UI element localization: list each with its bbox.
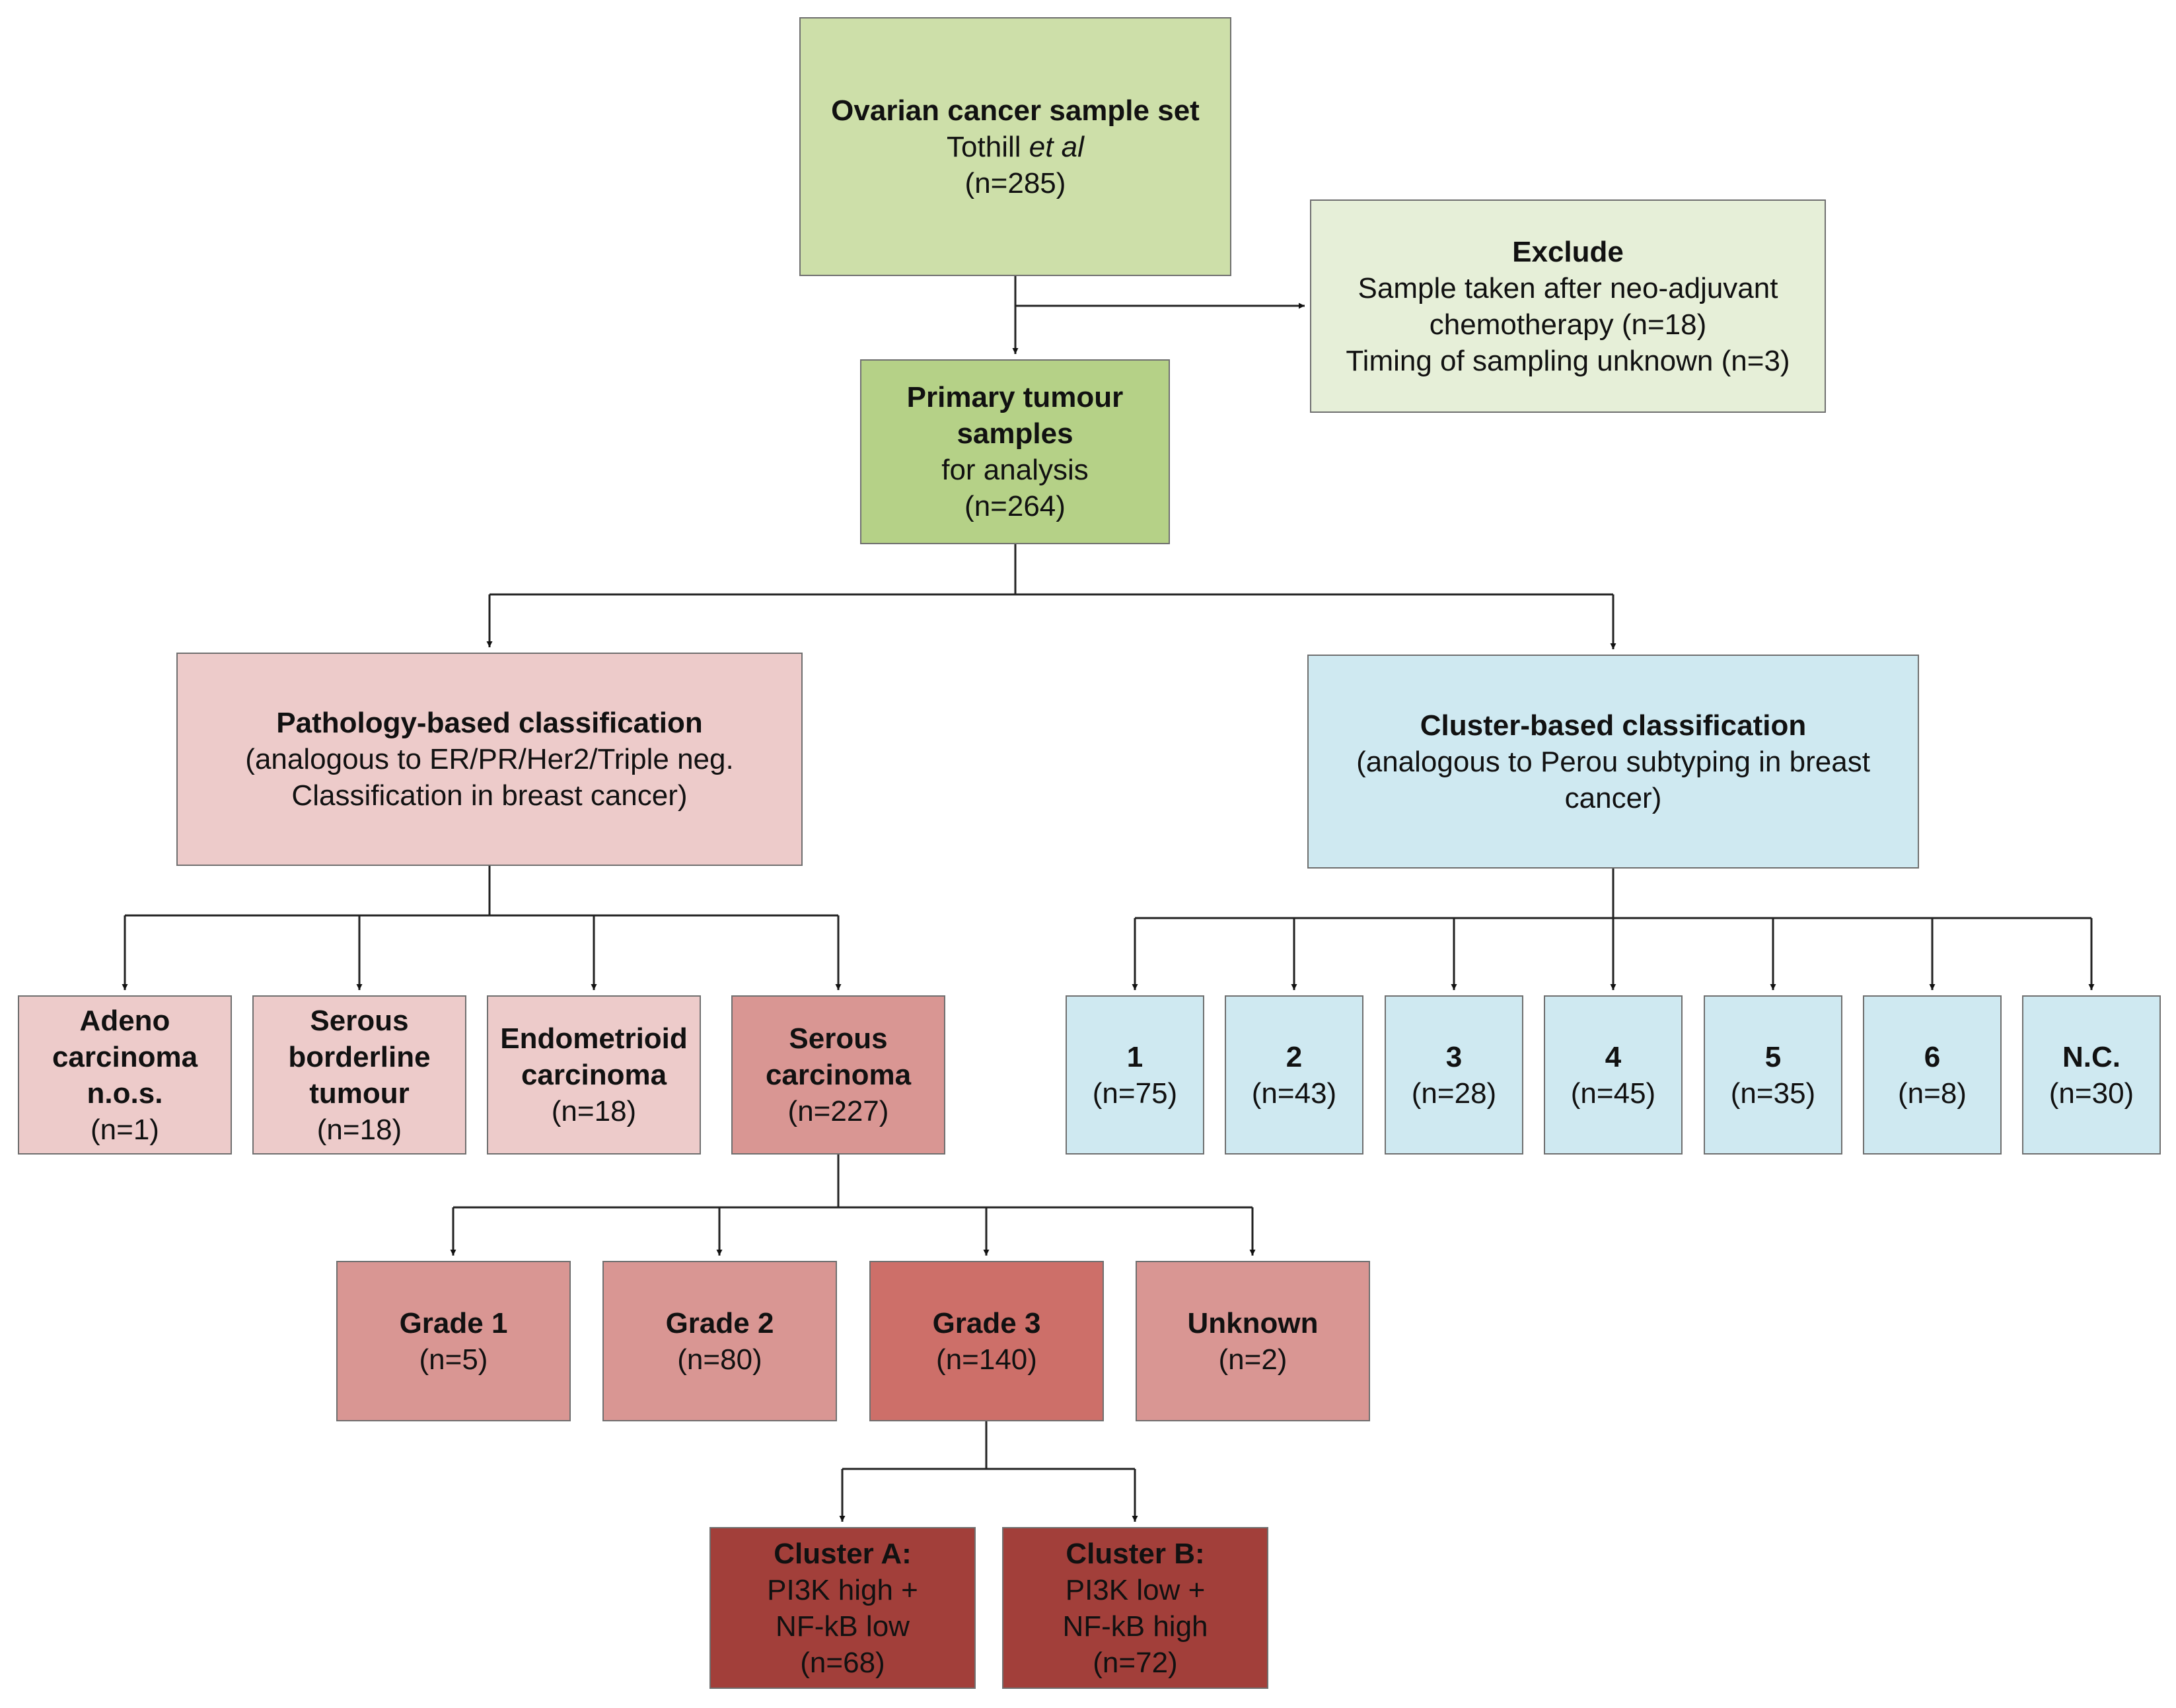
cluster-6-count: (n=8) <box>1898 1077 1967 1110</box>
node-exclude: Exclude Sample taken after neo-adjuvant … <box>1310 199 1826 413</box>
node-ovarian-sample-set: Ovarian cancer sample set Tothill et al … <box>799 17 1231 276</box>
cluster-2-label: 2 <box>1286 1040 1303 1073</box>
node-pathology-classification: Pathology-based classification (analogou… <box>176 653 803 866</box>
grade-unknown-count: (n=2) <box>1218 1343 1287 1376</box>
cluster-b-count: (n=72) <box>1093 1646 1178 1679</box>
cluster-nc-label: N.C. <box>2062 1040 2121 1073</box>
root-source-etal: et al <box>1029 130 1084 163</box>
cluster-4-label: 4 <box>1605 1040 1622 1073</box>
root-source-author: Tothill <box>947 130 1029 163</box>
grade-3-label: Grade 3 <box>932 1306 1041 1339</box>
root-count: (n=285) <box>964 166 1066 199</box>
cluster-a-title: Cluster A: <box>774 1537 912 1570</box>
cluster-b-line-2: NF-kB high <box>1062 1610 1208 1643</box>
serous-title-1: Serous <box>789 1022 888 1055</box>
sbt-title-3: tumour <box>309 1077 410 1110</box>
adeno-title-2: carcinoma <box>52 1040 198 1073</box>
node-serous-carcinoma: Serous carcinoma (n=227) <box>731 995 945 1155</box>
pathology-line-2: Classification in breast cancer) <box>291 779 688 812</box>
cluster-5-label: 5 <box>1764 1040 1782 1073</box>
cluster-a-line-1: PI3K high + <box>767 1573 918 1606</box>
pathology-line-1: (analogous to ER/PR/Her2/Triple neg. <box>245 743 734 775</box>
endo-title-1: Endometrioid <box>500 1022 688 1055</box>
exclude-line-3: Timing of sampling unknown (n=3) <box>1346 344 1790 377</box>
serous-count: (n=227) <box>787 1095 889 1127</box>
cluster-3-count: (n=28) <box>1411 1077 1497 1110</box>
node-endometrioid-carcinoma: Endometrioid carcinoma (n=18) <box>487 995 701 1155</box>
exclude-line-1: Sample taken after neo-adjuvant <box>1358 271 1778 304</box>
node-cluster-5: 5 (n=35) <box>1704 995 1842 1155</box>
primary-title-1: Primary tumour <box>906 381 1124 413</box>
cluster-a-count: (n=68) <box>800 1646 885 1679</box>
node-cluster-a: Cluster A: PI3K high + NF-kB low (n=68) <box>709 1527 976 1689</box>
node-serous-borderline-tumour: Serous borderline tumour (n=18) <box>252 995 466 1155</box>
adeno-count: (n=1) <box>91 1113 159 1146</box>
node-adenocarcinoma-nos: Adeno carcinoma n.o.s. (n=1) <box>18 995 232 1155</box>
cluster-2-count: (n=43) <box>1251 1077 1337 1110</box>
node-cluster-classification: Cluster-based classification (analogous … <box>1307 655 1919 869</box>
cluster-b-title: Cluster B: <box>1066 1537 1205 1570</box>
cluster-title: Cluster-based classification <box>1420 709 1807 742</box>
sbt-count: (n=18) <box>316 1113 402 1146</box>
node-cluster-b: Cluster B: PI3K low + NF-kB high (n=72) <box>1002 1527 1268 1689</box>
cluster-1-label: 1 <box>1126 1040 1143 1073</box>
root-source: Tothill et al <box>947 129 1084 165</box>
node-cluster-1: 1 (n=75) <box>1066 995 1204 1155</box>
grade-1-count: (n=5) <box>419 1343 488 1376</box>
node-cluster-2: 2 (n=43) <box>1225 995 1363 1155</box>
root-title: Ovarian cancer sample set <box>831 94 1200 127</box>
endo-title-2: carcinoma <box>521 1059 667 1091</box>
node-grade-3: Grade 3 (n=140) <box>869 1261 1104 1421</box>
exclude-line-2: chemotherapy (n=18) <box>1429 308 1707 341</box>
grade-1-label: Grade 1 <box>399 1306 508 1339</box>
node-cluster-nc: N.C. (n=30) <box>2022 995 2161 1155</box>
cluster-line-2: cancer) <box>1564 781 1662 814</box>
cluster-b-line-1: PI3K low + <box>1065 1573 1206 1606</box>
cluster-6-label: 6 <box>1924 1040 1941 1073</box>
node-cluster-3: 3 (n=28) <box>1385 995 1523 1155</box>
grade-2-count: (n=80) <box>677 1343 762 1376</box>
grade-unknown-label: Unknown <box>1187 1306 1319 1339</box>
exclude-title: Exclude <box>1512 235 1624 268</box>
primary-line-1: for analysis <box>941 454 1089 486</box>
node-grade-unknown: Unknown (n=2) <box>1136 1261 1370 1421</box>
sbt-title-2: borderline <box>288 1040 431 1073</box>
cluster-4-count: (n=45) <box>1570 1077 1656 1110</box>
primary-count: (n=264) <box>964 490 1066 522</box>
cluster-nc-count: (n=30) <box>2049 1077 2134 1110</box>
primary-title-2: samples <box>957 417 1073 450</box>
cluster-3-label: 3 <box>1445 1040 1463 1073</box>
grade-2-label: Grade 2 <box>665 1306 774 1339</box>
node-primary-tumour-samples: Primary tumour samples for analysis (n=2… <box>860 359 1170 544</box>
cluster-5-count: (n=35) <box>1730 1077 1816 1110</box>
node-grade-1: Grade 1 (n=5) <box>336 1261 571 1421</box>
cluster-1-count: (n=75) <box>1092 1077 1178 1110</box>
node-cluster-4: 4 (n=45) <box>1544 995 1683 1155</box>
cluster-line-1: (analogous to Perou subtyping in breast <box>1356 745 1870 778</box>
cluster-a-line-2: NF-kB low <box>776 1610 910 1643</box>
adeno-title-1: Adeno <box>79 1004 170 1037</box>
grade-3-count: (n=140) <box>936 1343 1037 1376</box>
pathology-title: Pathology-based classification <box>276 707 703 739</box>
serous-title-2: carcinoma <box>765 1059 912 1091</box>
node-grade-2: Grade 2 (n=80) <box>602 1261 837 1421</box>
adeno-title-3: n.o.s. <box>87 1077 163 1110</box>
node-cluster-6: 6 (n=8) <box>1863 995 2002 1155</box>
endo-count: (n=18) <box>551 1095 637 1127</box>
sbt-title-1: Serous <box>310 1004 409 1037</box>
